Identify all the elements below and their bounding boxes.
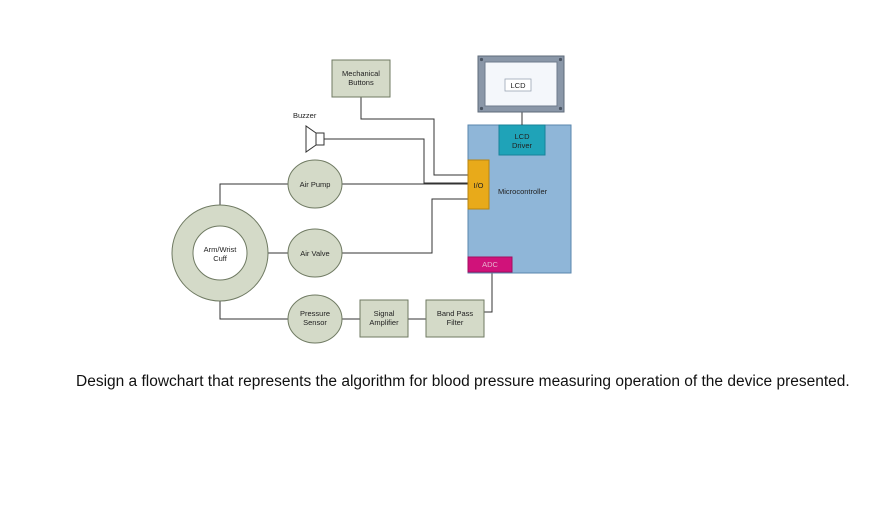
microcontroller-label: Microcontroller [498, 187, 548, 196]
lcd-driver-label-line2: Driver [512, 141, 533, 150]
adc-block [467, 256, 513, 273]
buzzer-label: Buzzer [293, 111, 317, 120]
wire-buttons-io [360, 97, 468, 176]
signal-amplifier-label-line2: Amplifier [369, 318, 399, 327]
air-valve-circle [287, 228, 343, 278]
lcd-driver-label-line1: LCD [514, 132, 530, 141]
pressure-sensor-label-line1: Pressure [300, 309, 330, 318]
lcd-driver-block [498, 124, 546, 156]
arm-cuff-label-line2: Cuff [213, 254, 228, 263]
air-pump-label: Air Pump [300, 180, 331, 189]
band-pass-filter-block [425, 299, 485, 338]
lcd-display: LCD [477, 55, 565, 113]
band-pass-filter-label-line1: Band Pass [437, 309, 474, 318]
mechanical-buttons-block [331, 59, 391, 98]
buzzer-icon [305, 125, 325, 153]
adc-label: ADC [482, 260, 498, 269]
wire-valve-io [342, 198, 468, 254]
io-label: I/O [473, 181, 483, 190]
air-pump-circle [287, 159, 343, 209]
wire-filter-adc [484, 272, 493, 313]
io-block [467, 159, 490, 210]
arm-cuff-inner [192, 225, 248, 281]
question-text: Design a flowchart that represents the a… [76, 373, 850, 390]
pressure-sensor-circle [287, 294, 343, 344]
mechanical-buttons-label-line2: Buttons [348, 78, 374, 87]
pressure-sensor-label-line2: Sensor [303, 318, 327, 327]
air-valve-label: Air Valve [300, 249, 329, 258]
wire-buzzer-io [324, 138, 468, 184]
lcd-label: LCD [510, 81, 526, 90]
mechanical-buttons-label-line1: Mechanical [342, 69, 380, 78]
band-pass-filter-label-line2: Filter [447, 318, 464, 327]
wires [219, 97, 493, 320]
block-diagram: Microcontroller LCD Driver I/O ADC LCD M… [171, 55, 572, 344]
signal-amplifier-label-line1: Signal [374, 309, 395, 318]
signal-amplifier-block [359, 299, 409, 338]
arm-cuff-label-line1: Arm/Wrist [204, 245, 238, 254]
